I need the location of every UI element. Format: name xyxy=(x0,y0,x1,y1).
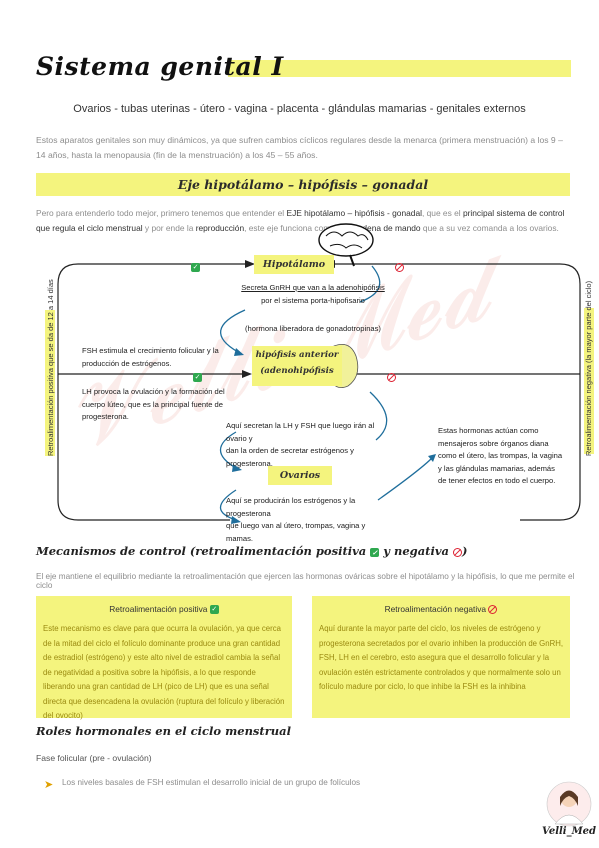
negative-feedback-title: Retroalimentación negativa xyxy=(312,604,570,615)
negative-feedback-text: Aquí durante la mayor parte del ciclo, l… xyxy=(319,624,564,692)
ovarios-box: Ovarios xyxy=(268,466,332,485)
follicular-phase-label: Fase folicular (pre - ovulación) xyxy=(36,753,152,763)
text-span: y por ende la xyxy=(142,223,196,233)
bold-span: EJE hipotálamo – hipófisis - gonadal xyxy=(286,208,422,218)
fsh-note: FSH estimula el crecimiento folicular y … xyxy=(82,345,232,370)
lh-fsh-note-line: Aquí secretan la LH y FSH que luego irán… xyxy=(226,421,375,443)
lh-note-line: cuerpo lúteo, que es la principal fuente… xyxy=(82,399,224,409)
no-entry-icon xyxy=(488,605,498,615)
target-organs-note: Estas hormonas actúan como mensajeros so… xyxy=(438,425,578,488)
brain-icon xyxy=(318,223,374,267)
target-note-line: mensajeros sobre órganos diana xyxy=(438,438,549,448)
check-icon: ✓ xyxy=(193,373,202,383)
target-note-line: como el útero, las trompas, la vagina xyxy=(438,451,563,460)
positive-feedback-text: Este mecanismo es clave para que ocurra … xyxy=(43,624,285,721)
negative-feedback-bar xyxy=(584,308,594,454)
fsh-note-line: FSH estimula el crecimiento folicular y … xyxy=(82,346,219,355)
lh-fsh-note: Aquí secretan la LH y FSH que luego irán… xyxy=(226,420,386,470)
hipotalamo-label: Hipotálamo xyxy=(262,259,326,270)
follicular-bullet-text: Los niveles basales de FSH estimulan el … xyxy=(62,778,361,787)
check-icon: ✓ xyxy=(191,263,200,273)
no-entry-icon xyxy=(387,369,396,387)
hipofisis-label: (adenohipófisis xyxy=(260,366,334,376)
brand-signature: Velli_Med xyxy=(541,826,597,837)
title-highlight-bar xyxy=(228,60,571,77)
no-entry-icon xyxy=(452,547,462,557)
bullet-arrow-icon: ➤ xyxy=(44,779,54,791)
text-span: que a su vez comanda a los ovarios. xyxy=(420,223,559,233)
gnrh-note-line: por el sistema porta-hipofisario xyxy=(261,295,365,305)
control-intro: El eje mantiene el equilibrio mediante l… xyxy=(36,572,575,590)
target-note-line: y las glándulas mamarias, además xyxy=(438,463,555,473)
bold-span: reproducción xyxy=(195,223,245,233)
lh-note-line: LH provoca la ovulación y la formación d… xyxy=(82,387,225,396)
page-title: Sistema genital I xyxy=(36,52,284,81)
control-heading: Mecanismos de control (retroalimentación… xyxy=(36,544,467,558)
text-span: Pero para entenderlo todo mejor, primero… xyxy=(36,208,287,218)
check-icon: ✓ xyxy=(209,605,219,615)
intro-paragraph: Estos aparatos genitales son muy dinámic… xyxy=(36,135,563,160)
positive-feedback-vertical-label: Retroalimentación positiva que se da de … xyxy=(46,279,55,456)
ovary-note: Aquí se producirán los estrógenos y la p… xyxy=(226,495,386,545)
positive-feedback-title: Retroalimentación positiva ✓ xyxy=(36,604,292,615)
positive-title-text: Retroalimentación positiva xyxy=(109,604,208,614)
hipofisis-label: hipófisis anterior xyxy=(255,350,339,360)
negative-feedback-box: Retroalimentación negativa Aquí durante … xyxy=(312,596,570,718)
target-note-line: de tener efectos en todo el cuerpo. xyxy=(438,476,556,485)
text-span: , este eje funciona como una xyxy=(244,223,354,233)
gnrh-note: Secreta GnRH que van a la adenohipófisis… xyxy=(238,282,388,307)
control-heading-text: ) xyxy=(461,544,468,558)
gnrh-note-line: Secreta GnRH que van a la adenohipófisis xyxy=(241,283,385,292)
ovary-note-line: Aquí se producirán los estrógenos y la p… xyxy=(226,496,356,518)
bold-span: cadena de mando xyxy=(353,223,421,233)
ovarios-label: Ovarios xyxy=(279,470,321,481)
ovary-note-line: que luego van al útero, trompas, vagina … xyxy=(226,521,366,543)
fsh-note-line: producción de estrógenos. xyxy=(82,358,172,368)
organs-subtitle: Ovarios - tubas uterinas - útero - vagin… xyxy=(73,103,526,115)
gnrh-note-line: (hormona liberadora de gonadotropinas) xyxy=(245,324,381,333)
positive-feedback-box: Retroalimentación positiva ✓ Este mecani… xyxy=(36,596,292,720)
no-entry-icon xyxy=(395,259,404,277)
axis-paragraph: Pero para entenderlo todo mejor, primero… xyxy=(36,206,568,236)
control-heading-text: Mecanismos de control (retroalimentación… xyxy=(36,544,367,558)
axis-heading: Eje hipotálamo – hipófisis – gonadal xyxy=(177,177,429,192)
hipofisis-box: hipófisis anterior (adenohipófisis xyxy=(252,346,342,386)
lh-note-line: progesterona. xyxy=(82,412,129,421)
lh-fsh-note-line: dan la orden de secretar estrógenos y pr… xyxy=(226,446,354,468)
positive-feedback-bar xyxy=(45,310,55,456)
avatar xyxy=(546,781,592,827)
axis-heading-bar: Eje hipotálamo – hipófisis – gonadal xyxy=(36,173,570,196)
text-span: , que es el xyxy=(421,208,463,218)
check-icon: ✓ xyxy=(370,547,380,557)
lh-note: LH provoca la ovulación y la formación d… xyxy=(82,386,232,424)
negative-title-text: Retroalimentación negativa xyxy=(384,604,487,614)
bold-span: principal sistema de control que regula … xyxy=(36,208,565,233)
roles-heading: Roles hormonales en el ciclo menstrual xyxy=(36,724,291,738)
negative-feedback-vertical-label: Retroalimentación negativa (la mayor par… xyxy=(584,280,593,456)
control-heading-text: y negativa xyxy=(383,544,449,558)
target-note-line: Estas hormonas actúan como xyxy=(438,426,539,435)
hipotalamo-box: Hipotálamo xyxy=(254,255,334,274)
